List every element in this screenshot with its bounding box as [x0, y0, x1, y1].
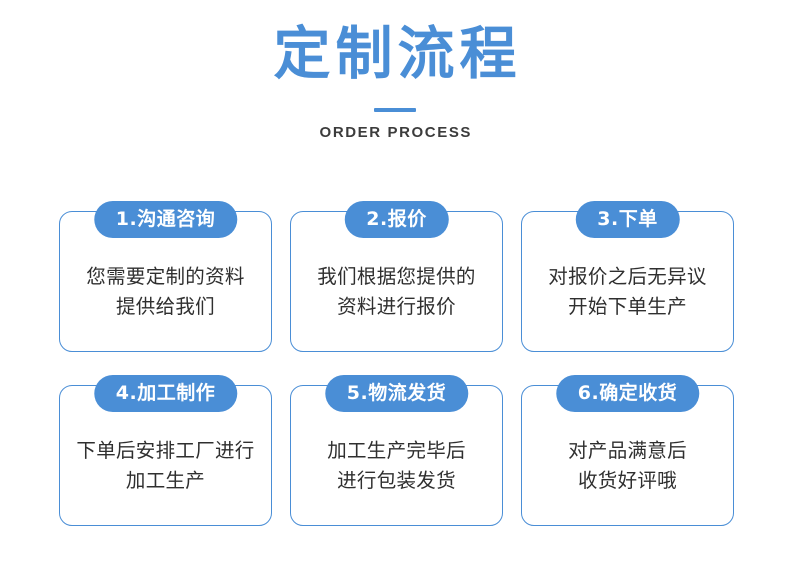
- step-description-line-1: 加工生产完毕后: [327, 439, 466, 462]
- step-card-4: 4.加工制作 下单后安排工厂进行 加工生产: [59, 375, 272, 526]
- step-badge-2: 2.报价: [344, 201, 449, 238]
- steps-row-1: 1.沟通咨询 您需要定制的资料 提供给我们 2.报价 我们根据您提供的 资料进行…: [59, 200, 734, 352]
- step-badge-5: 5.物流发货: [324, 375, 469, 412]
- step-description-line-2: 提供给我们: [115, 295, 215, 318]
- step-description-line-2: 进行包装发货: [337, 469, 456, 492]
- step-description-line-2: 资料进行报价: [337, 295, 456, 318]
- steps-grid: 1.沟通咨询 您需要定制的资料 提供给我们 2.报价 我们根据您提供的 资料进行…: [59, 200, 734, 526]
- page-subtitle: ORDER PROCESS: [319, 123, 473, 141]
- title-divider: [374, 107, 416, 112]
- step-description-line-1: 下单后安排工厂进行: [76, 439, 255, 462]
- step-badge-6: 6.确定收货: [555, 375, 700, 412]
- step-description-5: 加工生产完毕后 进行包装发货: [297, 436, 496, 496]
- step-description-line-1: 对报价之后无异议: [548, 265, 707, 288]
- page-title: 定制流程: [273, 21, 522, 87]
- step-description-6: 对产品满意后 收货好评哦: [528, 436, 727, 496]
- step-card-6: 6.确定收货 对产品满意后 收货好评哦: [521, 375, 734, 526]
- step-description-line-1: 对产品满意后: [568, 439, 687, 462]
- step-description-2: 我们根据您提供的 资料进行报价: [297, 262, 496, 322]
- step-badge-1: 1.沟通咨询: [93, 201, 238, 238]
- step-card-5: 5.物流发货 加工生产完毕后 进行包装发货: [290, 375, 503, 526]
- step-description-4: 下单后安排工厂进行 加工生产: [66, 436, 265, 496]
- step-description-line-1: 您需要定制的资料: [86, 265, 245, 288]
- step-description-line-2: 开始下单生产: [568, 295, 687, 318]
- step-description-line-1: 我们根据您提供的: [317, 265, 476, 288]
- step-description-1: 您需要定制的资料 提供给我们: [66, 262, 265, 322]
- step-badge-4: 4.加工制作: [93, 375, 238, 412]
- step-card-1: 1.沟通咨询 您需要定制的资料 提供给我们: [59, 201, 272, 352]
- step-description-line-2: 收货好评哦: [577, 469, 677, 492]
- step-badge-3: 3.下单: [575, 201, 680, 238]
- step-card-3: 3.下单 对报价之后无异议 开始下单生产: [521, 201, 734, 352]
- step-description-3: 对报价之后无异议 开始下单生产: [528, 262, 727, 322]
- steps-row-2: 4.加工制作 下单后安排工厂进行 加工生产 5.物流发货 加工生产完毕后 进行包…: [59, 374, 734, 526]
- step-description-line-2: 加工生产: [125, 469, 206, 492]
- page-header: 定制流程 ORDER PROCESS: [0, 0, 790, 141]
- step-card-2: 2.报价 我们根据您提供的 资料进行报价: [290, 201, 503, 352]
